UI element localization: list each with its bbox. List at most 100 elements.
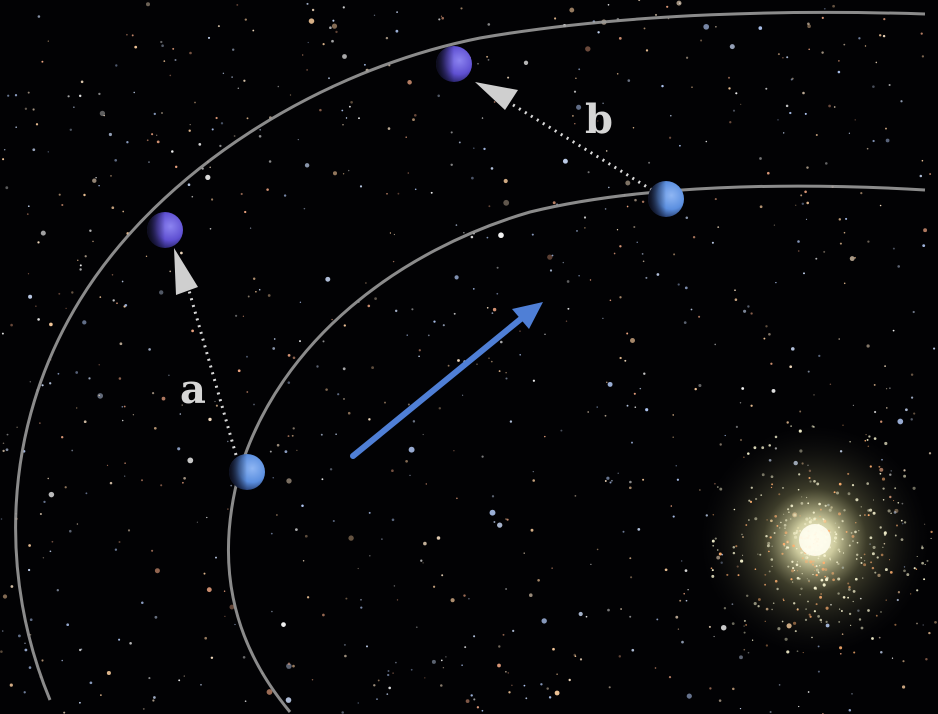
cluster-star — [790, 504, 794, 508]
cluster-star — [882, 499, 885, 501]
cluster-star — [820, 621, 823, 623]
star — [253, 403, 255, 406]
star — [823, 7, 826, 10]
cluster-star — [784, 531, 788, 535]
outer-planet-b — [436, 46, 472, 82]
cluster-star — [842, 552, 845, 554]
star — [675, 615, 679, 619]
cluster-star — [790, 518, 792, 520]
cluster-star — [882, 546, 884, 548]
star — [786, 56, 789, 59]
star — [839, 652, 842, 655]
star — [412, 420, 416, 423]
star — [386, 693, 389, 695]
star — [472, 147, 475, 150]
cluster-star — [854, 530, 857, 534]
cluster-star — [867, 445, 870, 448]
cluster-star — [788, 511, 790, 514]
star — [458, 141, 461, 144]
star — [865, 433, 867, 436]
star — [319, 108, 322, 112]
cluster-star — [912, 486, 916, 490]
cluster-star — [916, 589, 919, 592]
star — [3, 149, 6, 151]
star — [634, 198, 637, 202]
star — [412, 118, 415, 121]
cluster-star — [809, 615, 812, 618]
star — [791, 77, 794, 80]
star — [348, 105, 351, 108]
star — [57, 372, 60, 375]
transfer-path-a — [184, 279, 238, 456]
cluster-star — [777, 627, 781, 631]
star — [618, 37, 622, 40]
star — [179, 413, 182, 415]
cluster-star — [833, 540, 836, 543]
star — [489, 509, 496, 516]
star — [648, 161, 651, 164]
cluster-star — [796, 561, 799, 563]
star — [613, 252, 616, 255]
transfer-arrowhead-a — [174, 248, 198, 295]
star — [67, 95, 70, 98]
star — [441, 574, 444, 577]
star — [729, 121, 732, 124]
star — [233, 135, 236, 137]
star — [925, 657, 928, 661]
star — [490, 360, 493, 363]
star — [885, 138, 890, 143]
cluster-star — [790, 425, 792, 427]
cluster-star — [903, 474, 907, 478]
star — [739, 438, 743, 442]
star — [785, 104, 789, 108]
star — [759, 157, 762, 160]
star — [854, 256, 856, 259]
cluster-star — [714, 537, 717, 540]
star — [759, 205, 763, 209]
star — [110, 175, 112, 177]
cluster-star — [831, 572, 835, 575]
star — [685, 216, 689, 220]
cluster-star — [822, 518, 825, 521]
star — [196, 521, 198, 523]
star — [49, 550, 52, 553]
star — [108, 132, 112, 137]
star — [632, 127, 635, 129]
star — [679, 599, 682, 602]
star — [596, 548, 599, 551]
star — [668, 675, 672, 679]
star — [629, 615, 632, 618]
cluster-star — [843, 509, 846, 512]
star — [386, 192, 388, 195]
star — [505, 372, 507, 374]
cluster-star — [847, 596, 849, 599]
star — [124, 475, 126, 477]
star — [287, 662, 291, 665]
star — [348, 169, 350, 172]
cluster-star — [804, 522, 807, 526]
star — [866, 344, 870, 348]
star — [99, 296, 102, 298]
star — [808, 48, 811, 51]
star — [0, 650, 3, 653]
cluster-star — [823, 554, 826, 557]
cluster-star — [867, 609, 870, 612]
star — [141, 601, 144, 604]
star — [427, 334, 430, 337]
star — [71, 449, 74, 452]
star — [607, 3, 610, 6]
star — [299, 340, 301, 343]
star — [641, 200, 645, 204]
cluster-star — [847, 582, 850, 585]
star — [273, 338, 276, 340]
cluster-star — [838, 512, 841, 516]
star — [626, 332, 629, 335]
star — [921, 55, 925, 58]
star — [858, 37, 861, 40]
star — [573, 90, 577, 93]
star — [342, 6, 345, 9]
star — [396, 599, 399, 601]
cluster-star — [851, 483, 855, 487]
star — [476, 363, 478, 366]
star — [627, 79, 631, 82]
